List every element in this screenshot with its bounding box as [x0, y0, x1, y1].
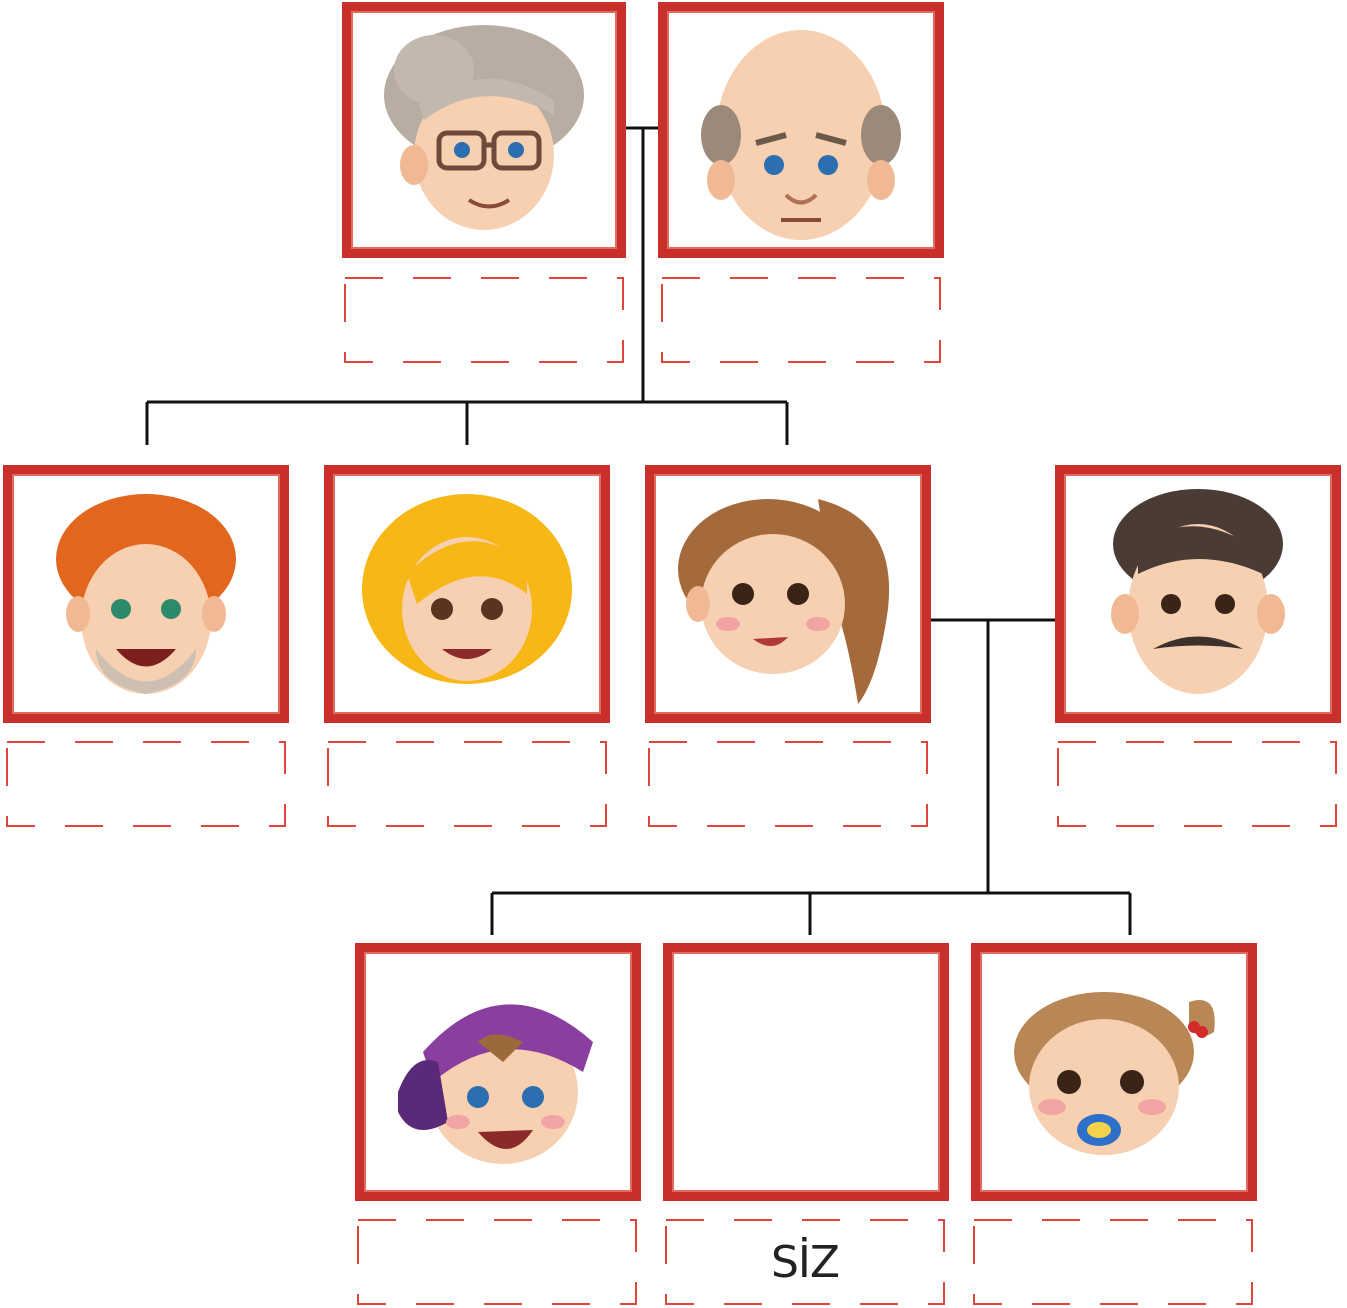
grandmother-face-icon	[384, 25, 584, 230]
aunt-card	[324, 465, 610, 723]
baby-sister-name-box[interactable]	[973, 1219, 1253, 1305]
curly-red-hair-man-face-icon	[56, 494, 236, 694]
you-card	[663, 943, 949, 1201]
mustache-man-face-icon	[1111, 489, 1285, 694]
mother-name-box[interactable]	[648, 741, 928, 827]
baby-sister-card	[971, 943, 1257, 1201]
grandfather-name-box[interactable]	[661, 277, 941, 363]
grandfather-face-icon	[701, 30, 901, 240]
ponytail-woman-face-icon	[678, 499, 890, 704]
father-card	[1055, 465, 1341, 723]
baby-girl-with-pacifier-face-icon	[1014, 992, 1215, 1155]
boy-with-cap-face-icon	[398, 1004, 593, 1164]
father-name-box[interactable]	[1057, 741, 1337, 827]
aunt-name-box[interactable]	[327, 741, 607, 827]
you-name-box[interactable]: SİZ	[665, 1219, 945, 1305]
grandmother-name-box[interactable]	[344, 277, 624, 363]
grandfather-card	[658, 2, 944, 258]
uncle-name-box[interactable]	[6, 741, 286, 827]
brother-card	[355, 943, 641, 1201]
you-name-text: SİZ	[770, 1236, 840, 1288]
mother-card	[645, 465, 931, 723]
brother-name-box[interactable]	[357, 1219, 637, 1305]
uncle-card	[3, 465, 289, 723]
blonde-woman-face-icon	[362, 494, 572, 684]
grandmother-card	[342, 2, 626, 258]
